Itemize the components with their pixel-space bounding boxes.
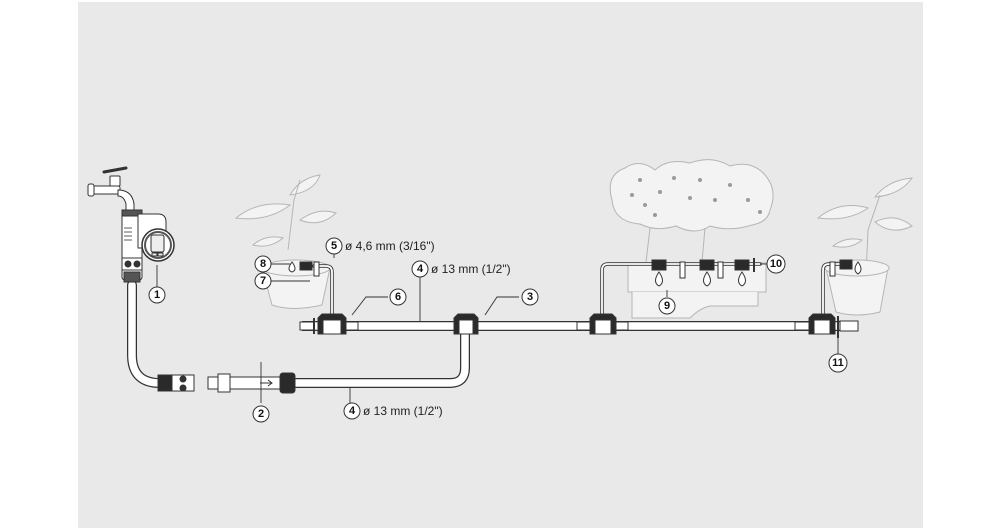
svg-text:2: 2: [258, 408, 264, 420]
tree-planter: [609, 159, 774, 319]
callout-7: 7: [254, 272, 272, 290]
foliage-speckles: [630, 176, 762, 217]
callout-11: 11: [828, 353, 848, 373]
fitting-6: [299, 313, 359, 335]
callout-2: 2: [252, 405, 270, 423]
tap: [87, 166, 135, 211]
water-timer: [121, 209, 175, 283]
drippers-planter: [651, 258, 755, 287]
svg-text:7: 7: [260, 275, 266, 287]
pipe-diameter-label-upper: ø 13 mm (1/2"): [431, 262, 511, 276]
callout-1: 1: [148, 286, 166, 304]
svg-text:5: 5: [331, 240, 337, 252]
pipe-diameter-label-lower: ø 13 mm (1/2"): [363, 404, 443, 418]
plant-right: [816, 177, 914, 316]
callout-6: 6: [389, 288, 407, 306]
callout-8: 8: [254, 255, 272, 273]
main-supply-pipe-lower: [290, 325, 470, 388]
hose-connector: [157, 372, 296, 394]
svg-text:9: 9: [664, 300, 670, 312]
svg-text:8: 8: [260, 258, 266, 270]
callout-10: 10: [766, 254, 786, 274]
svg-text:10: 10: [770, 258, 782, 270]
callout-9: 9: [658, 297, 676, 315]
callout-4-upper: 4 ø 13 mm (1/2"): [411, 260, 511, 278]
callout-5: 5 ø 4,6 mm (3/16"): [325, 237, 435, 255]
callout-3: 3: [521, 288, 539, 306]
svg-text:3: 3: [527, 291, 533, 303]
drippers-right: [829, 259, 862, 277]
drippers-left: [288, 261, 320, 277]
fitting-middle: [576, 313, 629, 335]
plant-left: [234, 174, 337, 309]
svg-text:6: 6: [395, 291, 401, 303]
callout-4-lower: 4 ø 13 mm (1/2"): [343, 402, 443, 420]
svg-text:11: 11: [832, 357, 844, 369]
fitting-right-endcap: [794, 313, 859, 338]
t-joint-3: [453, 313, 479, 335]
svg-text:4: 4: [349, 405, 356, 417]
svg-text:4: 4: [417, 263, 424, 275]
svg-text:1: 1: [154, 289, 160, 301]
tube-diameter-label: ø 4,6 mm (3/16"): [345, 239, 435, 253]
